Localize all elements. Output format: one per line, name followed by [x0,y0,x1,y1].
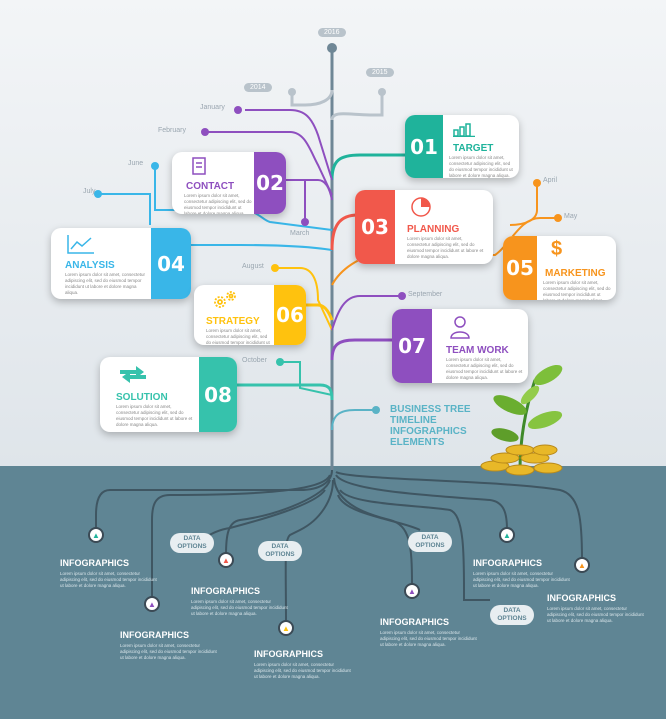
card-text-solution: Lorem ipsum dolor sit amet, consectetur … [116,404,193,427]
card-number-03: 03 [355,190,395,264]
plant-illustration [491,364,563,471]
infographics-title-4: INFOGRAPHICS [254,649,324,659]
person-icon [450,316,470,339]
card-number-07: 07 [392,309,432,383]
card-text-analysis: Lorem ipsum dolor sit amet, consectetur … [65,272,146,295]
card-number-08: 08 [199,357,237,432]
month-february-label: February [158,127,187,134]
headline-line-3: INFOGRAPHICS [390,426,467,437]
card-text-target: Lorem ipsum dolor sit amet, consectetur … [449,155,513,178]
month-may-label: May [564,213,578,220]
card-title-marketing: MARKETING [545,268,606,279]
headline-line-1: BUSINESS TREE [390,404,471,415]
month-august-label: August [242,263,264,270]
card-title-team-work: TEAM WORK [446,345,509,356]
infographics-text-4: Lorem ipsum dolor sit amet, consectetur … [254,662,351,679]
infographics-title-7: INFOGRAPHICS [547,593,617,603]
root-node-3: ▲ [218,552,234,568]
card-target: 01 TARGET Lorem ipsum dolor sit amet, co… [405,115,519,178]
card-number-05: 05 [503,236,537,300]
year-2016-label: 2016 [318,28,346,37]
document-icon [192,157,206,175]
root-node-6: ▲ [499,527,515,543]
card-planning: 03 PLANNING Lorem ipsum dolor sit amet, … [355,190,493,264]
card-analysis: 04 ANALYSIS Lorem ipsum dolor sit amet, … [51,228,191,299]
bar-chart-icon [453,123,475,137]
card-text-marketing: Lorem ipsum dolor sit amet, consectetur … [543,280,611,300]
coins-illustration [480,444,563,476]
infographics-title-3: INFOGRAPHICS [191,586,261,596]
card-title-planning: PLANNING [407,224,460,235]
card-title-strategy: STRATEGY [206,316,260,327]
root-node-1: ▲ [88,527,104,543]
infographics-text-1: Lorem ipsum dolor sit amet, consectetur … [60,571,157,588]
card-strategy: 06 STRATEGY Lorem ipsum dolor sit amet, … [194,285,306,345]
root-node-4: ▲ [278,620,294,636]
line-chart-icon [67,235,94,254]
month-october-label: October [242,357,267,364]
root-node-5: ▲ [404,583,420,599]
card-text-team-work: Lorem ipsum dolor sit amet, consectetur … [446,357,523,380]
headline-line-2: TIMELINE [390,415,437,426]
card-contact: 02 CONTACT Lorem ipsum dolor sit amet, c… [172,152,286,214]
infographics-text-3: Lorem ipsum dolor sit amet, consectetur … [191,599,288,616]
card-team-work: 07 TEAM WORK Lorem ipsum dolor sit amet,… [392,309,528,383]
year-2015-label: 2015 [366,68,394,77]
infographics-text-2: Lorem ipsum dolor sit amet, consectetur … [120,643,217,660]
arrows-icon [120,366,146,383]
card-title-solution: SOLUTION [116,392,168,403]
month-january-label: January [200,104,225,111]
card-number-02: 02 [254,152,286,214]
card-number-06: 06 [274,285,306,345]
headline-line-4: ELEMENTS [390,437,445,448]
card-solution: 08 SOLUTION Lorem ipsum dolor sit amet, … [100,357,237,432]
month-july-label: July [83,188,96,195]
month-april-label: April [543,177,558,184]
card-number-04: 04 [151,228,191,299]
card-title-contact: CONTACT [186,181,235,192]
root-node-7: ▲ [574,557,590,573]
gears-icon [214,291,236,308]
card-title-analysis: ANALYSIS [65,260,115,271]
card-text-contact: Lorem ipsum dolor sit amet, consectetur … [184,193,252,214]
infographics-title-1: INFOGRAPHICS [60,558,130,568]
ground-background [0,466,666,719]
month-june-label: June [128,160,144,167]
card-number-01: 01 [405,115,443,178]
card-title-target: TARGET [453,143,494,154]
infographics-title-6: INFOGRAPHICS [473,558,543,568]
month-march-label: March [290,230,310,237]
card-marketing: 05 $ MARKETING Lorem ipsum dolor sit ame… [503,236,616,300]
year-2014-label: 2014 [244,83,272,92]
infographics-text-6: Lorem ipsum dolor sit amet, consectetur … [473,571,570,588]
month-september-label: September [408,291,443,298]
dollar-icon: $ [551,238,563,260]
pie-chart-icon [411,197,431,217]
infographics-text-7: Lorem ipsum dolor sit amet, consectetur … [547,606,644,623]
infographics-title-2: INFOGRAPHICS [120,630,190,640]
headline: BUSINESS TREE TIMELINE INFOGRAPHICS ELEM… [390,404,471,448]
card-text-strategy: Lorem ipsum dolor sit amet, consectetur … [206,328,270,345]
card-text-planning: Lorem ipsum dolor sit amet, consectetur … [407,236,484,259]
infographics-text-5: Lorem ipsum dolor sit amet, consectetur … [380,630,477,647]
infographics-title-5: INFOGRAPHICS [380,617,450,627]
root-node-2: ▲ [144,596,160,612]
